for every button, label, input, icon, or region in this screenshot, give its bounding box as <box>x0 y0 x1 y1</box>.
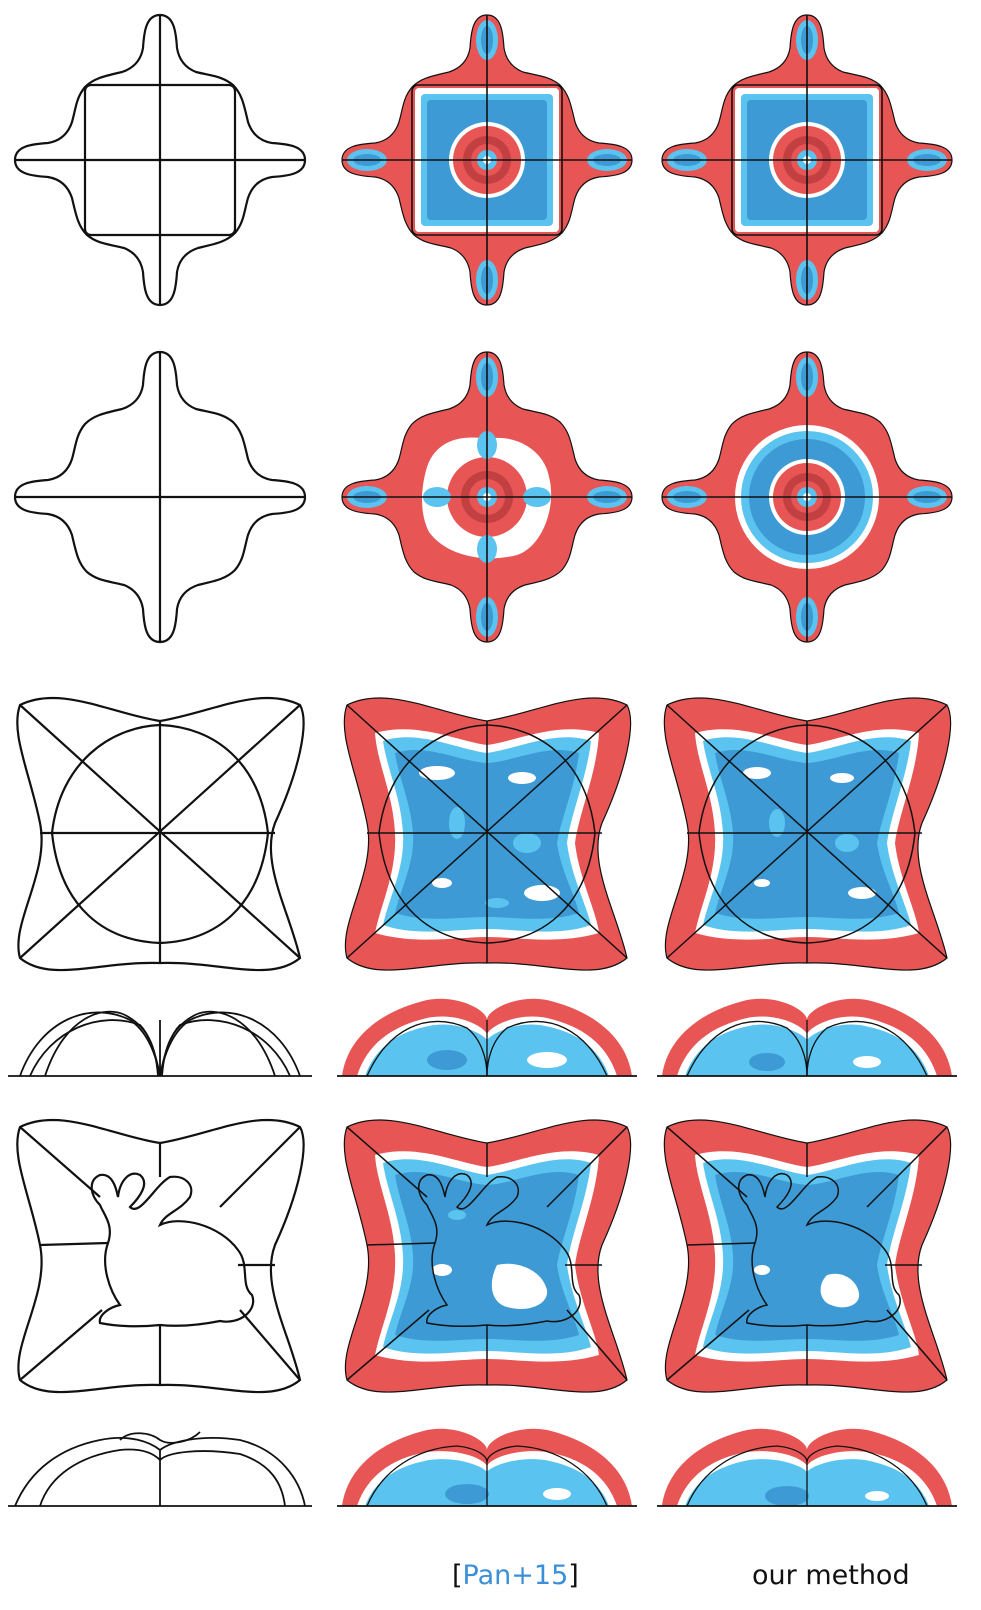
row3-pan15-side <box>337 999 637 1076</box>
open-bracket: [ <box>452 1560 463 1591</box>
row2-pan15 <box>342 352 632 642</box>
row4-pan15 <box>344 1120 630 1392</box>
row4-ours <box>664 1120 950 1392</box>
row4-input <box>17 1120 303 1392</box>
row2-ours <box>662 352 952 642</box>
row4-pan15-side <box>337 1429 637 1506</box>
pan15-caption: [Pan+15] <box>452 1560 579 1591</box>
close-bracket: ] <box>568 1560 579 1591</box>
row3-ours <box>664 698 950 970</box>
pan15-citation-link[interactable]: Pan+15 <box>463 1560 569 1591</box>
row1-ours <box>662 15 952 305</box>
row3-input <box>17 698 303 970</box>
row1-pan15 <box>342 15 632 305</box>
row3-ours-side <box>657 999 957 1076</box>
our-method-caption: our method <box>752 1560 910 1591</box>
row3-pan15 <box>344 698 630 970</box>
row4-input-side <box>8 1432 312 1506</box>
row2-input <box>15 352 305 642</box>
row3-input-side <box>8 1012 312 1076</box>
row1-input <box>15 15 305 305</box>
row4-ours-side <box>657 1429 957 1506</box>
